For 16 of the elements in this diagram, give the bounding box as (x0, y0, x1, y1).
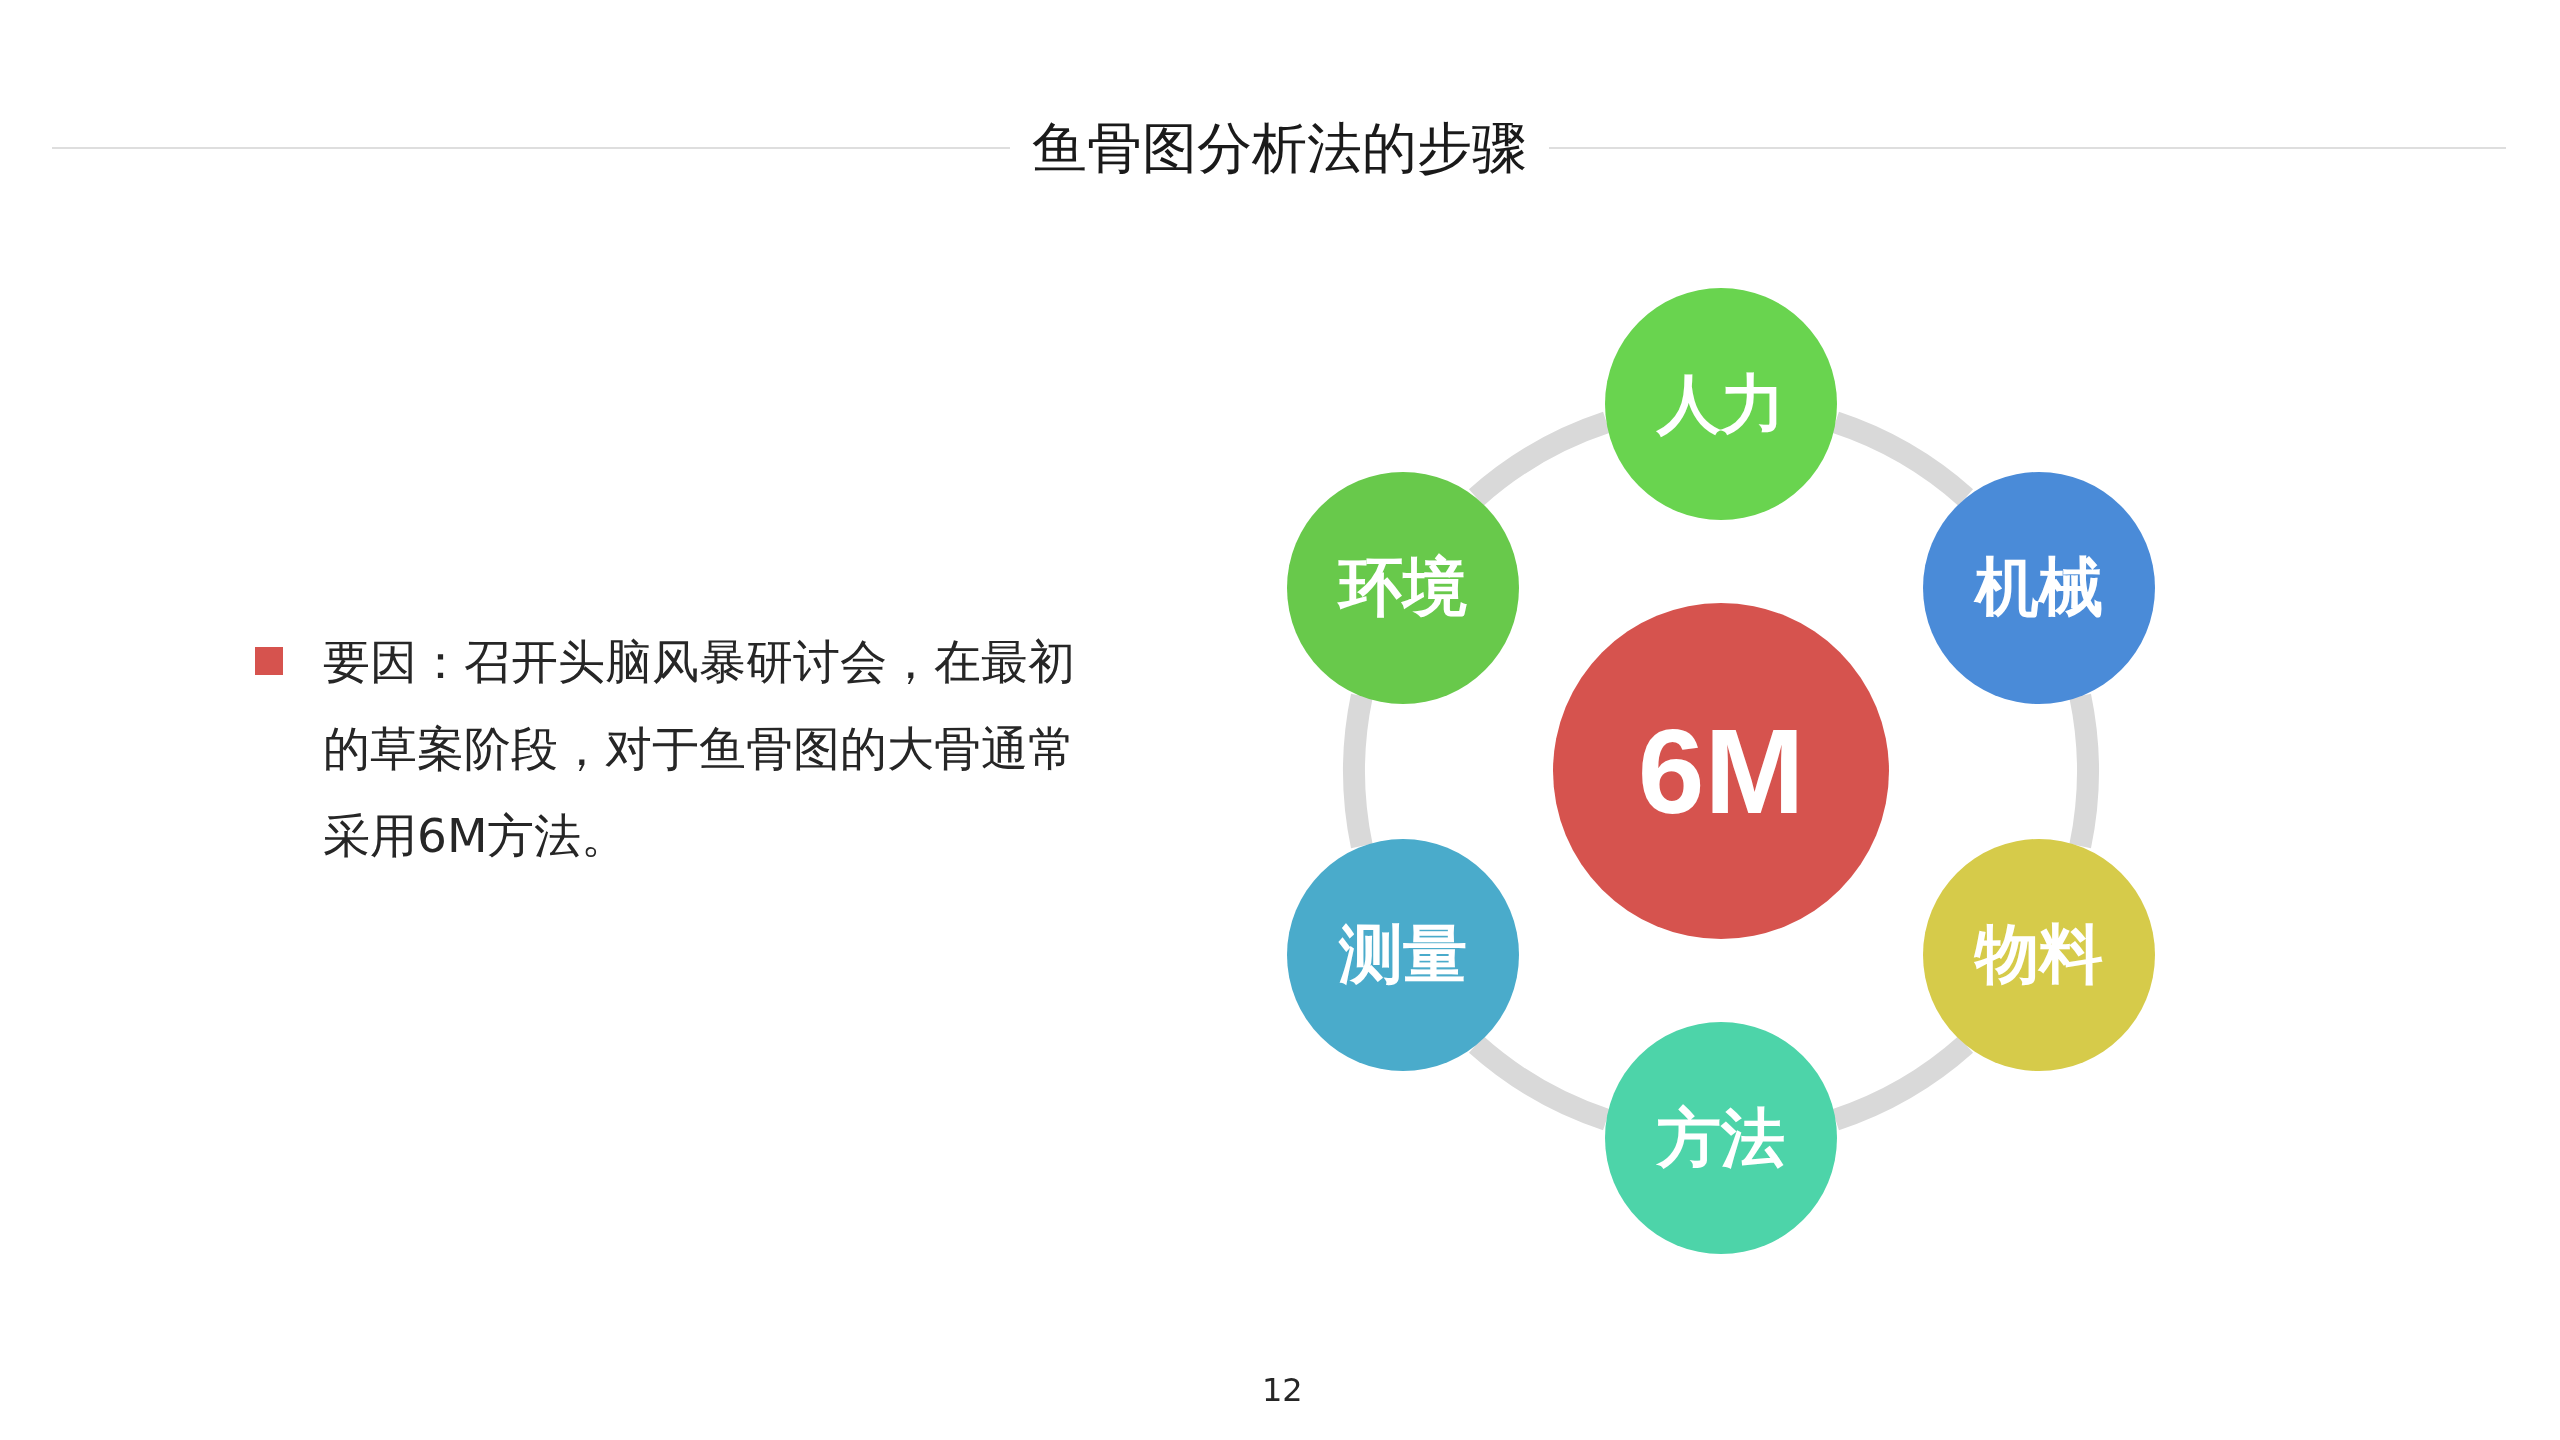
cause-label: 物料 (1974, 919, 2103, 990)
center-label: 6M (1637, 705, 1805, 837)
ring-segment (1469, 412, 1611, 507)
bullet-paragraph: 要因：召开头脑风暴研讨会，在最初的草案阶段，对于鱼骨图的大骨通常采用6M方法。 (323, 633, 1076, 865)
page-number: 12 (1262, 1370, 1303, 1410)
ring-segment (1831, 1035, 1973, 1130)
cause-label: 机械 (1974, 552, 2103, 623)
ring-segment (2069, 694, 2099, 848)
cause-label: 测量 (1339, 919, 1468, 990)
cause-label: 环境 (1339, 552, 1468, 623)
ring-segment (1831, 412, 1973, 507)
cause-label: 方法 (1657, 1102, 1785, 1174)
cause-label: 人力 (1657, 368, 1785, 440)
ring-segment (1343, 694, 1373, 848)
slide-title: 鱼骨图分析法的步骤 (1031, 115, 1527, 181)
ring-segment (1469, 1035, 1611, 1130)
